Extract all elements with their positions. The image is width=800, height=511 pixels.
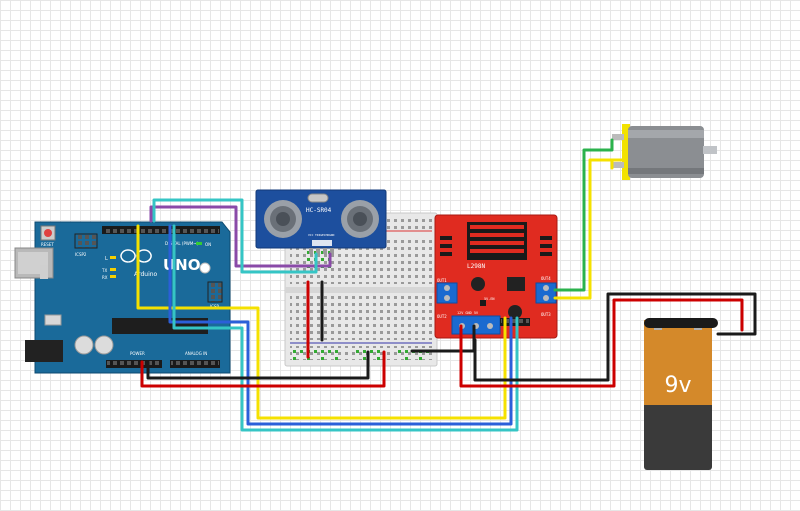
dc-motor bbox=[612, 124, 717, 180]
sensor-label: HC-SR04 bbox=[306, 207, 332, 214]
driver-capacitor-right bbox=[508, 305, 522, 319]
hc-sr04-sensor: HC-SR04 VCC TRIG ECHO GND bbox=[255, 189, 387, 254]
sensor-pin-label-echo: ECHO bbox=[322, 233, 329, 237]
terminal-out3-out4 bbox=[535, 282, 557, 304]
wire-blue-input bbox=[168, 224, 513, 426]
reset-button-cap[interactable] bbox=[44, 229, 52, 237]
icsp-header bbox=[207, 281, 223, 303]
l298n-motor-driver: L298N OUT1 OUT2 OUT4 OUT3 12V GND 5V 5V-… bbox=[434, 214, 558, 339]
arduino-uno-board: RESET ICSP2 DIGITAL (PWM~) L TX RX Ardui… bbox=[14, 221, 231, 374]
enable-label: 5V-EN bbox=[484, 297, 495, 301]
digital-label: DIGITAL (PWM~) bbox=[165, 241, 199, 246]
wire-green-motor bbox=[553, 138, 614, 292]
arduino-brand-text: Arduino bbox=[134, 271, 158, 278]
voltage-regulator bbox=[44, 314, 62, 326]
breadboard-rail-bottom bbox=[290, 346, 432, 360]
battery-clip bbox=[644, 318, 718, 328]
uno-logo-text: UNO bbox=[163, 256, 201, 274]
capacitor-2 bbox=[94, 335, 114, 355]
wire-purple bbox=[149, 205, 332, 268]
analog-label: ANALOG IN bbox=[185, 351, 207, 356]
dc-barrel-jack bbox=[25, 340, 63, 362]
wire-red-battery bbox=[459, 298, 744, 388]
motor-shaft bbox=[703, 146, 717, 154]
wire-black-battery bbox=[473, 292, 757, 382]
rx-label: RX bbox=[102, 275, 108, 280]
sensor-pin-label-vcc: VCC bbox=[308, 233, 314, 237]
sensor-pin-vcc bbox=[309, 248, 313, 254]
wire-red-5v bbox=[140, 350, 386, 388]
led-l-label: L bbox=[105, 256, 108, 262]
atmega-chip bbox=[112, 318, 208, 334]
heatsink bbox=[467, 222, 527, 260]
out2-label: OUT2 bbox=[437, 314, 447, 319]
driver-regulator bbox=[507, 277, 525, 291]
wire-yellow-input bbox=[136, 224, 507, 420]
power-terms-label: 12V GND 5V bbox=[457, 311, 479, 315]
breadboard-terminals-lower bbox=[290, 296, 432, 340]
sensor-pin-echo bbox=[323, 248, 327, 254]
icsp2-label: ICSP2 bbox=[75, 252, 87, 257]
battery-label: 9v bbox=[664, 373, 691, 398]
capacitor-1 bbox=[74, 335, 94, 355]
terminal-out1-out2 bbox=[436, 282, 458, 304]
mount-hole bbox=[199, 262, 211, 274]
breadboard-center-channel bbox=[285, 287, 437, 293]
reset-label: RESET bbox=[41, 242, 54, 247]
tx-label: TX bbox=[101, 268, 107, 273]
sensor-pin-trig bbox=[316, 248, 320, 254]
driver-capacitor-left bbox=[471, 277, 485, 291]
driver-chip-label: L298N bbox=[467, 263, 485, 270]
on-label: ON bbox=[205, 242, 211, 247]
wires bbox=[136, 138, 757, 432]
out3-label: OUT3 bbox=[541, 312, 551, 317]
battery-9v: 9v bbox=[644, 318, 718, 470]
sensor-pin-label-gnd: GND bbox=[329, 233, 335, 237]
sensor-pin-label-trig: TRIG bbox=[315, 233, 322, 237]
out1-label: OUT1 bbox=[437, 278, 447, 283]
icsp2-header bbox=[74, 233, 98, 249]
sensor-pin-gnd bbox=[330, 248, 334, 254]
wire-cyan-sensor bbox=[152, 198, 318, 274]
wire-yellow-motor bbox=[553, 158, 626, 300]
wire-black-gnd bbox=[146, 350, 370, 380]
out4-label: OUT4 bbox=[541, 276, 551, 281]
power-label: POWER bbox=[130, 351, 145, 356]
